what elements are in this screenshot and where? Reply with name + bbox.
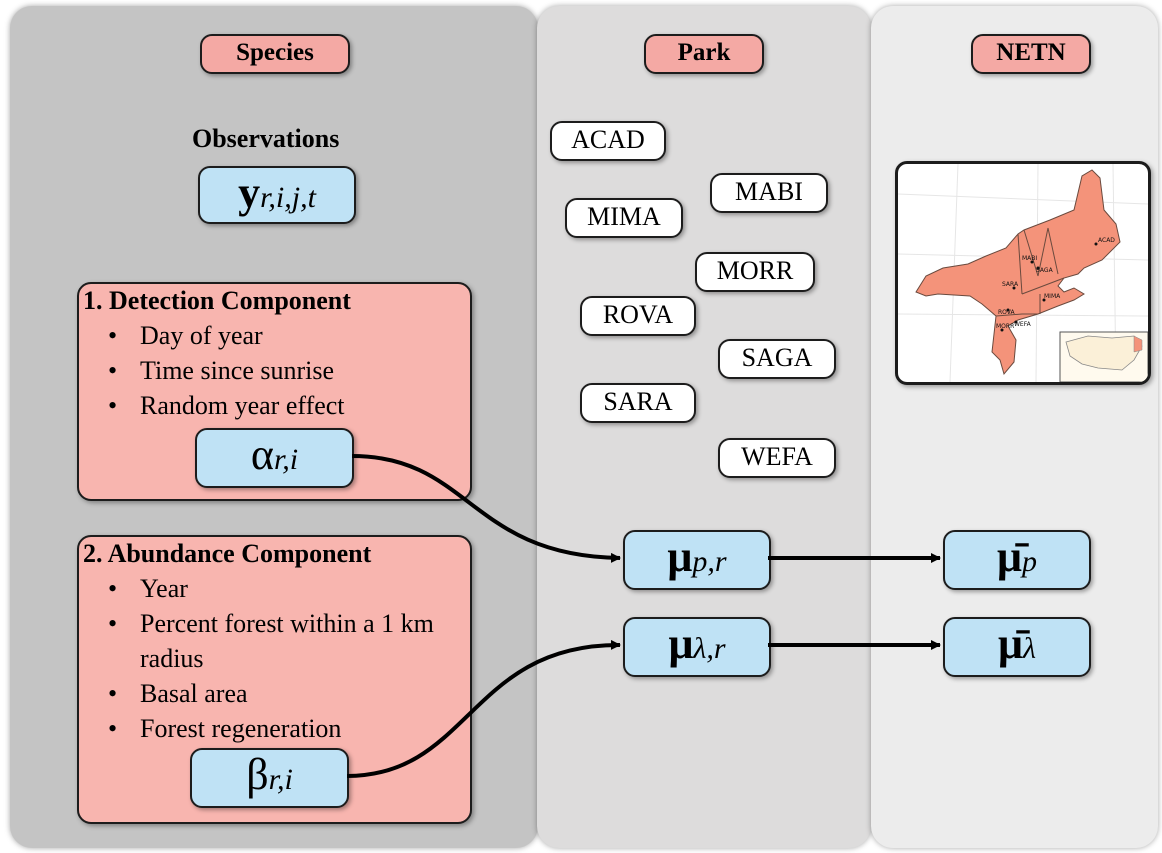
park-saga: SAGA	[718, 339, 836, 379]
mu-p-park-node: μp,r	[623, 530, 771, 590]
map-label-saga: SAGA	[1036, 267, 1054, 274]
mu-p-netn-symbol: μ̄	[997, 532, 1022, 581]
detection-item: Time since sunrise	[104, 353, 345, 388]
mu-lambda-netn-symbol: μ̄	[998, 619, 1023, 668]
alpha-symbol: α	[250, 430, 274, 479]
mu-p-netn-node: μ̄p	[943, 530, 1091, 590]
netn-column	[871, 6, 1158, 848]
park-mabi: MABI	[710, 173, 828, 213]
mu-lambda-park-symbol: μ	[668, 619, 694, 668]
park-acad: ACAD	[550, 121, 666, 161]
mu-p-park-symbol: μ	[667, 532, 693, 581]
park-morr: MORR	[695, 252, 815, 292]
mu-lambda-netn-subscript: λ	[1022, 632, 1036, 665]
detection-list: Day of year Time since sunrise Random ye…	[104, 318, 345, 423]
abundance-item: Basal area	[104, 676, 469, 711]
map-drawing: ACAD MABI SAGA SARA MIMA ROVA MORR WEFA	[898, 164, 1148, 382]
detection-item: Day of year	[104, 318, 345, 353]
mu-lambda-netn-node: μ̄λ	[943, 617, 1091, 677]
park-header: Park	[644, 34, 764, 74]
detection-item: Random year effect	[104, 388, 345, 423]
mu-p-netn-subscript: p	[1021, 545, 1037, 578]
states-shape	[915, 169, 1121, 376]
park-sara: SARA	[580, 383, 696, 423]
northeast-map: ACAD MABI SAGA SARA MIMA ROVA MORR WEFA	[895, 161, 1151, 385]
map-label-mima: MIMA	[1044, 293, 1061, 300]
beta-symbol: β	[246, 750, 269, 799]
observations-label: Observations	[192, 124, 340, 153]
abundance-title: 2. Abundance Component	[83, 539, 372, 568]
park-mima: MIMA	[565, 198, 683, 238]
park-rova: ROVA	[580, 296, 696, 336]
detection-title: 1. Detection Component	[83, 286, 351, 315]
alpha-subscript: r,i	[273, 443, 299, 476]
mu-lambda-park-subscript: λ,r	[693, 632, 726, 665]
map-label-mabi: MABI	[1022, 255, 1037, 262]
abundance-item: Year	[104, 571, 469, 606]
map-label-morr: MORR	[996, 323, 1014, 330]
observations-symbol: y	[238, 168, 261, 217]
abundance-list: Year Percent forest within a 1 km radius…	[104, 571, 469, 746]
beta-node: βr,i	[190, 748, 349, 808]
map-label-acad: ACAD	[1098, 237, 1115, 244]
observations-subscript: r,i,j,t	[260, 181, 316, 214]
map-label-rova: ROVA	[998, 309, 1016, 316]
park-wefa: WEFA	[718, 438, 836, 478]
alpha-node: αr,i	[195, 428, 354, 488]
map-label-wefa: WEFA	[1014, 321, 1032, 328]
abundance-item: Percent forest within a 1 km radius	[104, 606, 469, 676]
netn-header: NETN	[971, 34, 1091, 74]
mu-p-park-subscript: p,r	[692, 545, 727, 578]
beta-subscript: r,i	[268, 763, 293, 796]
observations-node: yr,i,j,t	[198, 166, 356, 224]
species-header: Species	[200, 34, 350, 74]
map-label-sara: SARA	[1002, 281, 1019, 288]
mu-lambda-park-node: μλ,r	[623, 617, 771, 677]
abundance-item: Forest regeneration	[104, 711, 469, 746]
